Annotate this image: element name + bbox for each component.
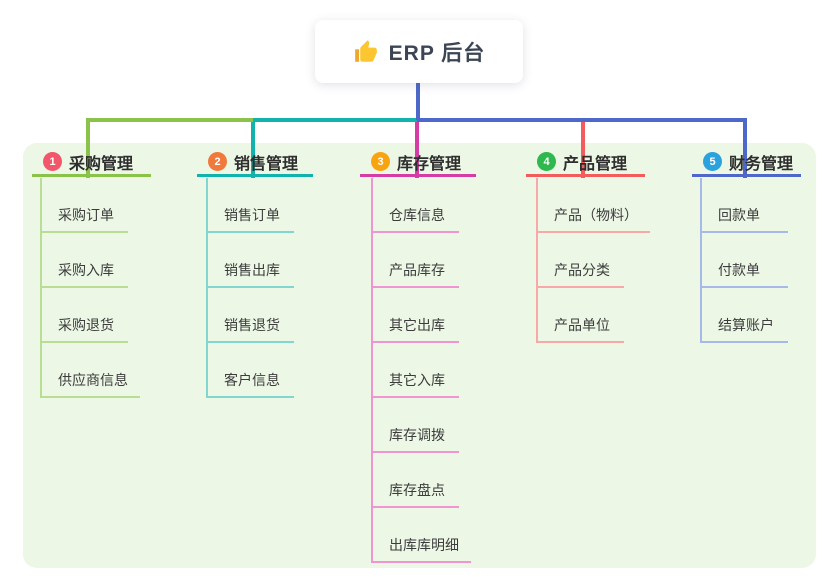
- connector-drop-sales: [251, 118, 255, 178]
- child-topic[interactable]: 库存调拨: [373, 425, 459, 453]
- child-row: 采购订单: [42, 178, 190, 233]
- branch-children-inventory: 仓库信息 产品库存 其它出库 其它入库 库存调拨 库存盘点 出库库明细: [371, 178, 521, 563]
- connector-drop-inventory: [415, 118, 419, 178]
- child-topic[interactable]: 付款单: [702, 260, 788, 288]
- badge-1: 1: [43, 152, 62, 171]
- child-row: 产品库存: [373, 233, 521, 288]
- child-row: 结算账户: [702, 288, 830, 343]
- child-row: 其它出库: [373, 288, 521, 343]
- connector-bus-green: [86, 118, 253, 122]
- child-topic[interactable]: 产品（物料）: [538, 205, 650, 233]
- branch-header-product[interactable]: 4 产品管理: [526, 149, 645, 177]
- badge-4: 4: [537, 152, 556, 171]
- child-topic[interactable]: 仓库信息: [373, 205, 459, 233]
- child-topic[interactable]: 其它入库: [373, 370, 459, 398]
- branch-children-purchase: 采购订单 采购入库 采购退货 供应商信息: [40, 178, 190, 398]
- branch-label: 库存管理: [397, 155, 462, 173]
- child-topic[interactable]: 回款单: [702, 205, 788, 233]
- child-topic[interactable]: 产品单位: [538, 315, 624, 343]
- badge-3: 3: [371, 152, 390, 171]
- child-row: 产品分类: [538, 233, 696, 288]
- child-topic[interactable]: 客户信息: [208, 370, 294, 398]
- child-topic[interactable]: 结算账户: [702, 315, 788, 343]
- child-row: 产品单位: [538, 288, 696, 343]
- branch-children-finance: 回款单 付款单 结算账户: [700, 178, 830, 343]
- connector-drop-purchase: [86, 118, 90, 178]
- badge-5: 5: [703, 152, 722, 171]
- child-row: 其它入库: [373, 343, 521, 398]
- child-topic[interactable]: 采购入库: [42, 260, 128, 288]
- child-topic[interactable]: 供应商信息: [42, 370, 140, 398]
- child-topic[interactable]: 出库库明细: [373, 535, 471, 563]
- child-topic[interactable]: 采购退货: [42, 315, 128, 343]
- child-topic[interactable]: 销售退货: [208, 315, 294, 343]
- child-topic[interactable]: 采购订单: [42, 205, 128, 233]
- child-row: 付款单: [702, 233, 830, 288]
- child-row: 回款单: [702, 178, 830, 233]
- child-row: 库存盘点: [373, 453, 521, 508]
- connector-drop-product: [581, 118, 585, 178]
- branch-label: 产品管理: [563, 155, 628, 173]
- branch-label: 销售管理: [234, 155, 299, 173]
- child-row: 客户信息: [208, 343, 356, 398]
- thumbs-up-icon: [353, 39, 379, 65]
- root-title: ERP 后台: [388, 41, 486, 65]
- child-topic[interactable]: 销售订单: [208, 205, 294, 233]
- branch-header-inventory[interactable]: 3 库存管理: [360, 149, 476, 177]
- branch-children-sales: 销售订单 销售出库 销售退货 客户信息: [206, 178, 356, 398]
- branch-label: 财务管理: [729, 155, 794, 173]
- connector-drop-finance: [743, 118, 747, 178]
- branch-header-sales[interactable]: 2 销售管理: [197, 149, 313, 177]
- connector-root-stem: [416, 82, 420, 120]
- branch-header-purchase[interactable]: 1 采购管理: [32, 149, 151, 177]
- child-topic[interactable]: 产品库存: [373, 260, 459, 288]
- root-node[interactable]: ERP 后台: [315, 20, 523, 83]
- child-row: 出库库明细: [373, 508, 521, 563]
- connector-bus-teal: [253, 118, 417, 122]
- branch-label: 采购管理: [69, 155, 134, 173]
- connector-bus-blue: [417, 118, 747, 122]
- child-row: 供应商信息: [42, 343, 190, 398]
- child-row: 销售出库: [208, 233, 356, 288]
- child-row: 采购入库: [42, 233, 190, 288]
- child-row: 产品（物料）: [538, 178, 696, 233]
- child-topic[interactable]: 销售出库: [208, 260, 294, 288]
- branch-header-finance[interactable]: 5 财务管理: [692, 149, 801, 177]
- badge-2: 2: [208, 152, 227, 171]
- child-topic[interactable]: 其它出库: [373, 315, 459, 343]
- child-row: 销售退货: [208, 288, 356, 343]
- child-topic[interactable]: 产品分类: [538, 260, 624, 288]
- branch-children-product: 产品（物料） 产品分类 产品单位: [536, 178, 696, 343]
- child-topic[interactable]: 库存盘点: [373, 480, 459, 508]
- child-row: 仓库信息: [373, 178, 521, 233]
- mindmap-panel: [23, 143, 816, 568]
- child-row: 销售订单: [208, 178, 356, 233]
- child-row: 库存调拨: [373, 398, 521, 453]
- child-row: 采购退货: [42, 288, 190, 343]
